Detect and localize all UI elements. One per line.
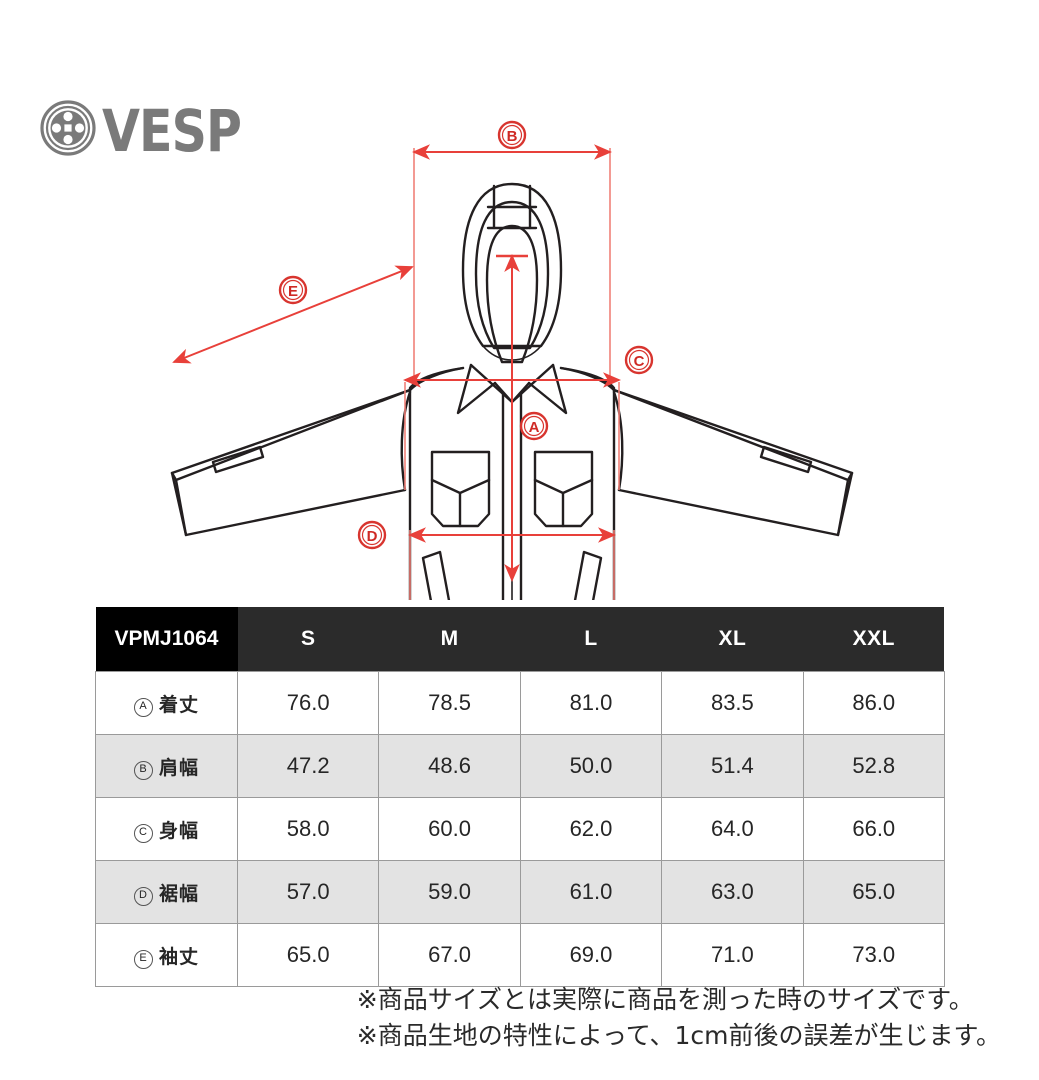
svg-text:D: D: [367, 528, 378, 545]
cell-c-xxl: 66.0: [802, 797, 945, 861]
cell-b-xl: 51.4: [661, 734, 804, 798]
measure-line-e: E: [172, 265, 414, 364]
cell-e-l: 69.0: [519, 923, 663, 987]
measure-line-c: C: [403, 345, 654, 388]
svg-text:C: C: [634, 353, 645, 370]
table-header-row: VPMJ1064 S M L XL XXL: [95, 607, 945, 672]
brand-logo: VESP: [40, 100, 250, 161]
cell-d-s: 57.0: [236, 860, 380, 924]
measure-line-b: B: [412, 120, 612, 160]
footnote-1: ※商品サイズとは実際に商品を測った時のサイズです。: [356, 985, 974, 1014]
cell-e-s: 65.0: [236, 923, 380, 987]
row-label-text-e: 袖丈: [158, 945, 199, 968]
cell-b-s: 47.2: [236, 734, 380, 798]
cell-c-s: 58.0: [236, 797, 380, 861]
cell-e-xl: 71.0: [661, 923, 804, 987]
footnote-2: ※商品生地の特性によって、1cm前後の誤差が生じます。: [356, 1020, 1001, 1050]
brand-wordmark: VESP: [102, 96, 242, 165]
cell-d-l: 61.0: [519, 860, 663, 924]
svg-text:E: E: [288, 283, 298, 300]
cell-b-l: 50.0: [519, 734, 663, 798]
model-code-cell: VPMJ1064: [95, 607, 238, 672]
cell-d-m: 59.0: [378, 860, 521, 924]
svg-text:A: A: [529, 419, 540, 436]
cell-b-m: 48.6: [378, 734, 521, 798]
cell-a-s: 76.0: [236, 671, 380, 735]
size-header-xxl: XXL: [803, 607, 945, 672]
cell-a-m: 78.5: [378, 671, 521, 735]
cell-b-xxl: 52.8: [802, 734, 945, 798]
size-header-s: S: [237, 607, 379, 672]
marker-circle-d: D: [133, 886, 153, 906]
size-header-m: M: [378, 607, 521, 672]
vesp-circular-emblem-icon: [40, 100, 96, 161]
size-header-l: L: [520, 607, 662, 672]
row-label-text-d: 裾幅: [158, 882, 199, 905]
cell-e-xxl: 73.0: [802, 923, 945, 987]
cell-c-l: 62.0: [519, 797, 663, 861]
marker-circle-b: B: [133, 760, 153, 780]
cell-c-m: 60.0: [378, 797, 521, 861]
cell-a-xxl: 86.0: [802, 671, 945, 735]
svg-text:B: B: [507, 128, 518, 145]
footnotes: ※商品サイズとは実際に商品を測った時のサイズです。 ※商品生地の特性によって、1…: [357, 982, 1001, 1053]
cell-d-xxl: 65.0: [802, 860, 945, 924]
cell-e-m: 67.0: [378, 923, 521, 987]
marker-circle-a: A: [133, 697, 153, 717]
measure-line-a: A: [496, 254, 549, 582]
jacket-measurement-diagram: B C D A E: [0, 110, 1039, 692]
cell-c-xl: 64.0: [661, 797, 804, 861]
cell-a-xl: 83.5: [661, 671, 804, 735]
size-header-xl: XL: [661, 607, 804, 672]
row-label-text-a: 着丈: [158, 693, 199, 716]
row-label-text-c: 身幅: [158, 819, 199, 842]
cell-a-l: 81.0: [519, 671, 663, 735]
marker-circle-c: C: [133, 823, 153, 843]
cell-d-xl: 63.0: [661, 860, 804, 924]
marker-circle-e: E: [133, 949, 153, 969]
row-label-text-b: 肩幅: [158, 756, 199, 779]
